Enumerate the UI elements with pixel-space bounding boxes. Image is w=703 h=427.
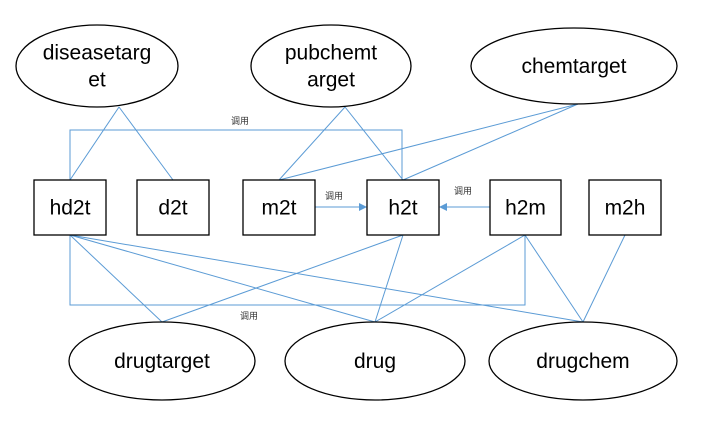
node-pubchemtarget-label-line-1: pubchemt [285,42,377,65]
edge-chemtarget-to-h2t [402,103,579,181]
edge-h2t-to-drugtarget [161,234,404,323]
node-drug-label-line-1: drug [354,350,396,373]
bottom-call-loop [69,235,526,306]
node-drugchem-label-line-1: drugchem [536,350,629,373]
edge-hd2t-to-drugtarget [69,234,163,323]
node-m2h-label: m2h [605,197,646,220]
node-m2t[interactable]: m2t [242,179,316,236]
h2m-h2t-label: 调用 [454,186,472,197]
node-diseasetarget[interactable]: diseasetarg et [15,24,179,108]
node-drug-ellipse [284,321,466,401]
node-d2t-box [136,179,210,236]
node-d2t[interactable]: d2t [136,179,210,236]
node-h2m[interactable]: h2m [489,179,562,236]
edges-layer [69,103,626,323]
labels-layer: 调用 调用 调用 调用 [231,116,472,322]
node-h2t-label: h2t [388,197,417,220]
node-h2m-label: h2m [505,197,546,220]
node-hd2t-label: hd2t [50,197,91,220]
node-m2h[interactable]: m2h [588,179,662,236]
edge-pubchemtarget-to-m2t [278,106,346,181]
edge-hd2t-to-drugchem [69,234,584,323]
m2t-h2t-label: 调用 [325,191,343,202]
node-m2h-box [588,179,662,236]
edge-m2h-to-drugchem [582,234,626,323]
node-chemtarget-ellipse [470,27,678,105]
node-m2t-label: m2t [261,197,296,220]
nodes-layer: diseasetarg et pubchemt arget chemtarget drug… [15,24,678,401]
top-call-loop [69,129,403,180]
edge-hd2t-to-drug [69,234,376,323]
node-m2t-box [242,179,316,236]
node-hd2t-box [33,179,107,236]
node-pubchemtarget[interactable]: pubchemt arget [250,24,412,108]
node-diseasetarget-ellipse [15,24,179,108]
edge-diseasetarget-to-d2t [118,106,174,181]
edge-chemtarget-to-m2t [278,103,579,181]
edge-h2m-to-drugchem [524,234,584,323]
node-chemtarget-label-line-1: chemtarget [521,55,626,78]
node-drugtarget-ellipse [68,321,256,401]
node-chemtarget[interactable]: chemtarget [470,27,678,105]
node-d2t-label: d2t [158,197,187,220]
node-drugchem-ellipse [488,321,678,401]
node-h2t-box [366,179,440,236]
node-diseasetarget-label-line-1: diseasetarg [43,42,152,65]
node-drugtarget[interactable]: drugtarget [68,321,256,401]
node-drugchem[interactable]: drugchem [488,321,678,401]
node-drugtarget-label-line-1: drugtarget [114,350,210,373]
edge-h2m-to-drug [374,234,526,323]
edge-pubchemtarget-to-h2t [344,106,404,181]
edge-diseasetarget-to-hd2t [69,106,120,181]
node-hd2t[interactable]: hd2t [33,179,107,236]
node-drug[interactable]: drug [284,321,466,401]
edge-h2t-to-drug [374,234,404,323]
node-h2t[interactable]: h2t [366,179,440,236]
node-pubchemtarget-ellipse [250,24,412,108]
node-diseasetarget-label-line-2: et [88,69,106,92]
node-h2m-box [489,179,562,236]
top-loop-label: 调用 [231,116,249,127]
node-pubchemtarget-label-line-2: arget [307,69,355,92]
bottom-loop-label: 调用 [240,311,258,322]
